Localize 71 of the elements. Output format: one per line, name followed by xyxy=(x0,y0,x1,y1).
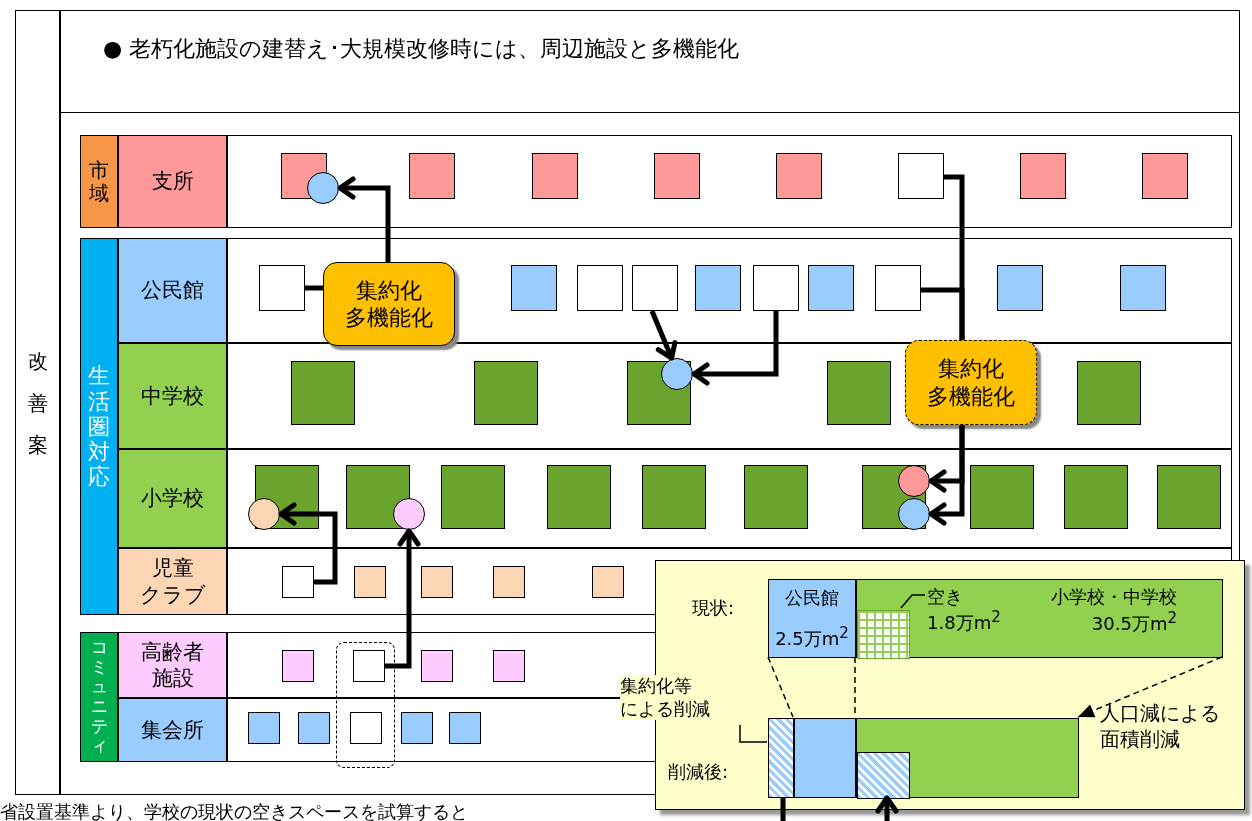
reduced-area-block xyxy=(857,752,910,799)
area-bar xyxy=(856,718,1079,798)
row-label: 集会所 xyxy=(141,716,204,744)
group-label: コミュニティ xyxy=(90,638,108,756)
annotation-text: 人口減による面積削減 xyxy=(1100,700,1221,752)
area-label: 30.5万m$^{2}$ xyxy=(1091,608,1177,635)
row-label: 小学校 xyxy=(141,485,204,512)
row-header xyxy=(118,343,227,449)
area-bar xyxy=(794,718,856,798)
row-label: 高齢者施設 xyxy=(141,638,204,692)
row-header xyxy=(118,632,227,698)
callout-text: 多機能化 xyxy=(345,304,433,332)
group-band xyxy=(80,238,118,615)
facility-square xyxy=(350,712,382,744)
note-text: 省設置基準より、学校の現状の空きスペースを試算すると xyxy=(0,800,469,821)
facility-square xyxy=(577,265,623,311)
callout-text: 多機能化 xyxy=(927,382,1015,410)
area-label: 2.5万m$^{2}$ xyxy=(775,623,849,650)
arrow xyxy=(385,528,421,669)
facility-square xyxy=(282,566,314,598)
facility-square xyxy=(898,153,944,199)
row-label: 支所 xyxy=(151,168,194,195)
arrow xyxy=(928,425,965,526)
arrow xyxy=(278,502,338,585)
facility-square xyxy=(753,265,799,311)
arrow xyxy=(649,310,678,361)
arrow xyxy=(875,795,899,821)
row-header xyxy=(118,449,227,548)
vacant-area-block xyxy=(857,610,910,659)
callout-box xyxy=(905,340,1037,425)
row-label: 公民館 xyxy=(141,277,204,304)
header-cell xyxy=(60,10,1240,113)
group-band xyxy=(80,135,118,228)
area-bar xyxy=(768,579,856,658)
side-header-cell xyxy=(15,10,60,795)
row-label: 中学校 xyxy=(141,382,204,410)
leader-line xyxy=(739,724,768,743)
heading-text: ● 老朽化施設の建替え･大規模改修時には、周辺施設と多機能化 xyxy=(103,35,740,63)
annotation-text: 現状: xyxy=(692,596,736,620)
arrow xyxy=(691,311,779,386)
row-header xyxy=(118,135,227,228)
callout-box xyxy=(323,262,455,346)
callout-text: 集約化 xyxy=(938,355,1004,383)
group-label: 生活圏対応 xyxy=(87,363,111,490)
row-label: 児童 xyxy=(151,555,194,582)
side-header-label: 改善案 xyxy=(27,347,48,459)
callout-text: 集約化 xyxy=(356,276,422,304)
projection-line xyxy=(767,656,794,718)
facility-square xyxy=(632,265,678,311)
dashed-arrow xyxy=(1077,656,1223,718)
facility-square xyxy=(353,650,385,682)
note-label: による削減 xyxy=(620,697,710,720)
facility-square xyxy=(875,265,921,311)
note-label: 集約化等 xyxy=(620,675,692,698)
leader-line xyxy=(900,594,926,609)
row-header xyxy=(118,698,227,762)
arrow xyxy=(337,176,391,262)
row-label: クラブ xyxy=(139,581,206,608)
row-header xyxy=(118,238,227,343)
facility-square xyxy=(259,265,305,311)
reduced-area-block xyxy=(768,718,794,798)
area-label: 小学校・中学校 xyxy=(1051,586,1177,609)
area-bar xyxy=(856,579,1223,658)
group-label: 市域 xyxy=(88,158,110,205)
area-label: 空き xyxy=(927,585,963,608)
area-label: 1.8万m$^{2}$ xyxy=(927,608,1001,635)
annotation-text: 削減後: xyxy=(668,760,730,784)
inset-panel xyxy=(655,560,1245,810)
group-band xyxy=(80,632,118,762)
row-header xyxy=(118,548,227,615)
area-label: 公民館 xyxy=(785,587,839,610)
